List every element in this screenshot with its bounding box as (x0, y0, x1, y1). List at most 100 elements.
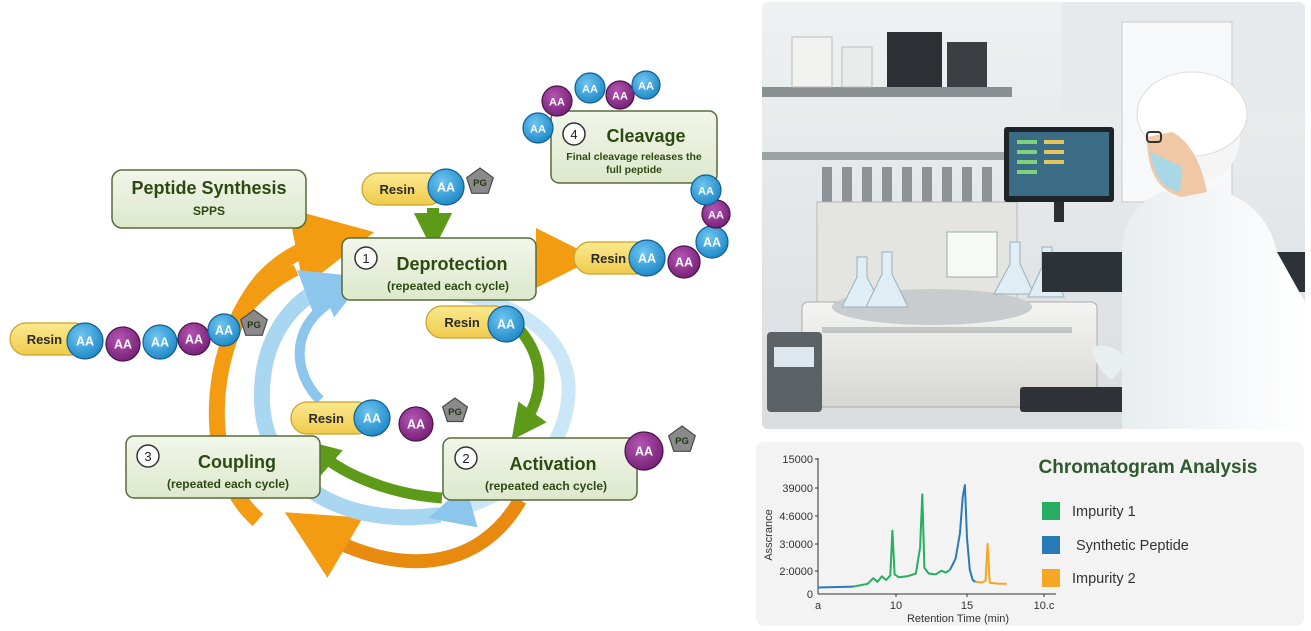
amino-acid-purple: AA (177, 322, 211, 356)
step-box-activation: 2 Activation (repeated each cycle) (442, 437, 638, 501)
amino-acid-label: AA (698, 186, 714, 198)
legend-label: Impurity 2 (1072, 571, 1136, 587)
orange-arrow-from-chain (233, 264, 299, 322)
step-name: Coupling (198, 452, 276, 472)
step-box-cleavage: 4 Cleavage Final cleavage releases the f… (550, 110, 718, 184)
amino-acid-label: AA (638, 81, 654, 93)
amino-acid-blue: AA (628, 239, 666, 277)
resin-label: Resin (309, 411, 344, 426)
orange-cycle-arrow-bottom (284, 496, 527, 578)
y-tick-label: 4:6000 (779, 511, 813, 523)
amino-acid-purple: AA (624, 431, 664, 471)
protecting-group: PG (465, 167, 495, 194)
protecting-group-label: PG (473, 178, 487, 189)
step-note: (repeated each cycle) (167, 477, 289, 491)
y-tick-label: 15000 (782, 454, 813, 466)
x-tick-label: 15 (961, 600, 973, 612)
y-tick-label: 3:0000 (779, 539, 813, 551)
amino-acid-label: AA (708, 210, 724, 222)
x-tick-labels: a 10 15 10.c (815, 600, 1055, 612)
step-note-line1: Final cleavage releases the (566, 151, 702, 163)
protecting-group: PG (441, 397, 469, 423)
amino-acid-blue: AA (487, 305, 525, 343)
amino-acid-label: AA (582, 84, 598, 96)
amino-acid-label: AA (635, 445, 653, 459)
step-name: Activation (509, 454, 596, 474)
series-baseline (817, 585, 854, 589)
amino-acid-label: AA (530, 124, 546, 136)
protecting-group-label: PG (448, 407, 462, 418)
amino-acid-label: AA (549, 97, 565, 109)
amino-acid-label: AA (185, 333, 203, 347)
lab-photo (762, 2, 1305, 429)
amino-acid-label: AA (638, 252, 656, 266)
protecting-group-label: PG (675, 436, 689, 447)
amino-acid-blue: AA (690, 174, 722, 206)
series-line-impurity-1 (853, 493, 951, 588)
step-note-line2: full peptide (606, 164, 662, 176)
protecting-group: PG (667, 425, 697, 452)
amino-acid-blue: AA (207, 313, 241, 347)
blue-cycle-arrow-outer (253, 270, 442, 526)
step-number: 1 (362, 251, 369, 266)
blue-cycle-arrow-inner (294, 288, 357, 404)
x-tick-label: a (815, 600, 822, 612)
step-number: 3 (144, 449, 151, 464)
legend-label: Synthetic Peptide (1076, 538, 1189, 554)
step-number: 4 (570, 127, 577, 142)
amino-acid-label: AA (76, 335, 94, 349)
resin-label: Resin (27, 332, 62, 347)
amino-acid-label: AA (703, 236, 721, 250)
protecting-group: PG (239, 309, 269, 336)
y-tick-labels: 15000 39000 4:6000 3:0000 2:0000 0 (779, 454, 813, 601)
amino-acid-blue: AA (631, 70, 661, 100)
resin-label: Resin (591, 251, 626, 266)
green-arrow-coupling (304, 440, 443, 504)
y-tick-label: 39000 (782, 483, 813, 495)
legend-label: Impurity 1 (1072, 504, 1136, 520)
lab-scene-illustration (762, 2, 1305, 429)
step-note: (repeated each cycle) (485, 479, 607, 493)
x-tick-label: 10.c (1034, 600, 1055, 612)
diagram-subtitle: SPPS (193, 204, 225, 218)
amino-acid-blue: AA (353, 399, 391, 437)
amino-acid-blue: AA (522, 112, 554, 144)
legend-swatch-impurity-1 (1042, 502, 1060, 520)
protecting-group-label: PG (247, 320, 261, 331)
step-note: (repeated each cycle) (387, 279, 509, 293)
chromatogram-chart: Chromatogram Analysis Asscrance Retentio… (763, 454, 1258, 625)
amino-acid-blue: AA (574, 72, 606, 104)
amino-acid-label: AA (675, 256, 693, 270)
x-tick-label: 10 (890, 600, 902, 612)
amino-acid-label: AA (114, 338, 132, 352)
amino-acid-label: AA (151, 336, 169, 350)
amino-acid-label: AA (363, 412, 381, 426)
title-box: Peptide Synthesis SPPS (111, 169, 307, 229)
legend-swatch-synthetic-peptide (1042, 536, 1060, 554)
resin-bead: Resin (361, 172, 445, 206)
amino-acid-label: AA (497, 318, 515, 332)
legend-swatch-impurity-2 (1042, 569, 1060, 587)
amino-acid-purple: AA (541, 85, 573, 117)
step-number: 2 (462, 451, 469, 466)
amino-acid-label: AA (407, 418, 425, 432)
amino-acid-purple: AA (398, 406, 434, 442)
step-box-deprotection: 1 Deprotection (repeated each cycle) (341, 237, 537, 301)
spps-cycle-diagram: Peptide Synthesis SPPS 1 Deprotection (r… (9, 70, 731, 578)
amino-acid-label: AA (437, 181, 455, 195)
amino-acid-blue: AA (427, 168, 465, 206)
resin-label: Resin (444, 315, 479, 330)
series-line-synthetic-peptide (949, 484, 977, 583)
y-tick-label: 2:0000 (779, 566, 813, 578)
amino-acid-blue: AA (695, 225, 729, 259)
amino-acid-purple: AA (605, 80, 635, 110)
chromatogram-panel: Chromatogram Analysis Asscrance Retentio… (756, 442, 1304, 626)
amino-acid-label: AA (215, 324, 233, 338)
amino-acid-blue: AA (66, 322, 104, 360)
legend: Impurity 1 Synthetic Peptide Impurity 2 (1042, 502, 1189, 587)
chart-title: Chromatogram Analysis (1039, 457, 1258, 478)
diagram-title: Peptide Synthesis (131, 178, 286, 198)
x-axis-label: Retention Time (min) (907, 613, 1009, 625)
step-name: Cleavage (606, 126, 685, 146)
